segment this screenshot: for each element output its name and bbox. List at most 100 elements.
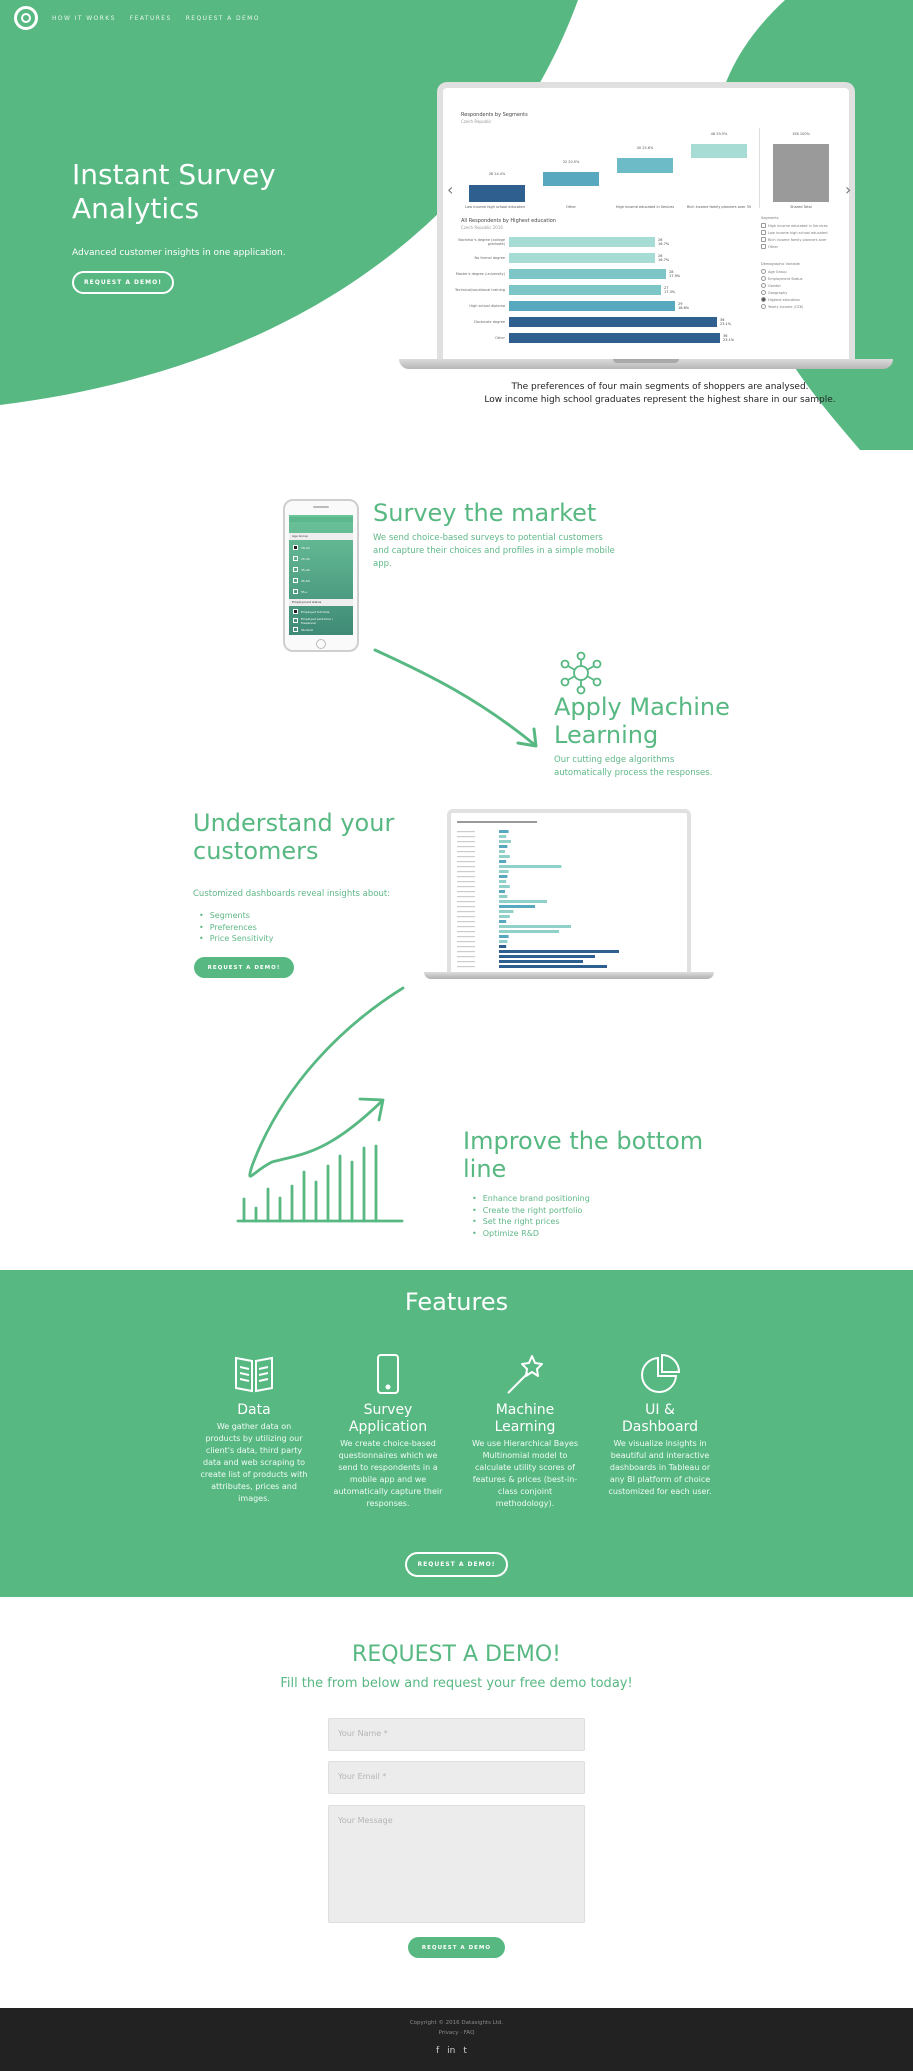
phone-option[interactable]: 35-44: [293, 566, 349, 573]
mini-bar: [499, 870, 509, 873]
phone-option[interactable]: Student: [293, 626, 349, 633]
mini-bar: [499, 840, 511, 843]
phone-option[interactable]: 55+: [293, 588, 349, 595]
phone-option[interactable]: 45-54: [293, 577, 349, 584]
laptop-base: [399, 359, 893, 369]
mini-row-label: [457, 916, 475, 918]
nav-features[interactable]: FEATURES: [129, 14, 172, 22]
request-demo-title: REQUEST A DEMO!: [352, 1642, 561, 1667]
mini-bar: [499, 855, 510, 858]
mini-bar: [499, 830, 509, 833]
feature-title: Machine Learning: [494, 1402, 556, 1435]
phone-option[interactable]: Employed part-time / freelancer: [293, 617, 349, 625]
legend-item[interactable]: Low income high school educated: [761, 230, 827, 235]
filter-option[interactable]: Highest education: [761, 297, 800, 302]
education-chart-subtitle: Czech Republic 2016: [461, 225, 503, 230]
phone-option[interactable]: Employed full-time: [293, 608, 349, 615]
linkedin-icon[interactable]: in: [447, 2046, 456, 2056]
footer-links[interactable]: Privacy · FAQ: [438, 2030, 475, 2036]
segment-bar[interactable]: [617, 158, 673, 173]
mini-bar: [499, 940, 508, 943]
twitter-icon[interactable]: t: [463, 2046, 467, 2056]
mini-row-label: [457, 911, 475, 913]
legend-item[interactable]: Other: [761, 244, 778, 249]
features-request-demo-button[interactable]: REQUEST A DEMO!: [405, 1552, 508, 1577]
feature-title: Data: [237, 1402, 271, 1418]
feature-title: Survey Application: [348, 1402, 428, 1435]
filter-option[interactable]: Employment Status: [761, 276, 802, 281]
dashboard-screen-small: [447, 809, 691, 972]
phone-option[interactable]: 18-24: [293, 544, 349, 551]
mini-bar: [499, 895, 508, 898]
top-nav: HOW IT WORKS FEATURES REQUEST A DEMO: [14, 6, 260, 30]
facebook-icon[interactable]: f: [436, 2046, 440, 2056]
laptop-mockup: Respondents by Segments Czech Republic ‹…: [399, 82, 893, 374]
message-field[interactable]: Your Message: [328, 1805, 585, 1923]
logo-icon[interactable]: [14, 6, 38, 30]
legend-item[interactable]: Rich income family planners over: [761, 237, 827, 242]
segment-label: High income educated in Sevices: [615, 205, 675, 209]
mini-bar: [499, 890, 505, 893]
legend-item[interactable]: High income educated in Services: [761, 223, 828, 228]
segment-bar[interactable]: [773, 144, 829, 202]
mini-title: [457, 821, 537, 823]
filter-option[interactable]: Geography: [761, 290, 787, 295]
mini-row-label: [457, 881, 475, 883]
phone-screen: Age Group 18-24 25-34 35-44 45-54 55+ Em…: [289, 515, 353, 635]
mini-row-label: [457, 891, 475, 893]
hero-request-demo-button[interactable]: REQUEST A DEMO!: [72, 271, 174, 294]
mini-bar: [499, 935, 509, 938]
email-field[interactable]: Your Email *: [328, 1761, 585, 1794]
neural-network-icon: [560, 651, 602, 695]
understand-request-demo-button[interactable]: REQUEST A DEMO!: [194, 957, 294, 978]
chevron-right-icon[interactable]: ›: [845, 180, 852, 199]
mini-bar: [499, 900, 547, 903]
phone-option[interactable]: 25-34: [293, 555, 349, 562]
mini-bar: [499, 910, 514, 913]
mini-bar: [499, 955, 595, 958]
mini-row-label: [457, 946, 475, 948]
segment-value: 40 25.6%: [636, 146, 654, 150]
filter-option[interactable]: Gender: [761, 283, 781, 288]
segment-bar[interactable]: [543, 172, 599, 186]
mini-row-label: [457, 901, 475, 903]
chevron-left-icon[interactable]: ‹: [447, 180, 454, 199]
mini-bar: [499, 915, 510, 918]
bottom-line-title: Improve the bottom line: [463, 1127, 704, 1183]
nav-how-it-works[interactable]: HOW IT WORKS: [52, 14, 116, 22]
mini-row-label: [457, 861, 475, 863]
mini-row-label: [457, 961, 475, 963]
list-item: Optimize R&D: [472, 1228, 590, 1240]
mini-row-label: [457, 951, 475, 953]
segment-value: 46 29.5%: [710, 132, 728, 136]
feature-ui-dashboard: UI & Dashboard We visualize insights in …: [605, 1350, 715, 1498]
feature-survey-app: Survey Application We create choice-base…: [333, 1350, 443, 1510]
mini-bar: [499, 885, 510, 888]
survey-text: We send choice-based surveys to potentia…: [373, 533, 615, 569]
filter-option[interactable]: Yearly income (CZK): [761, 304, 803, 309]
caption-line: Low income high school graduates represe…: [484, 395, 836, 405]
filter-option[interactable]: Age Group: [761, 269, 787, 274]
phone-section-header: Age Group: [289, 533, 353, 540]
mini-row-label: [457, 866, 475, 868]
name-field[interactable]: Your Name *: [328, 1718, 585, 1751]
dashboard-screen: Respondents by Segments Czech Republic ‹…: [437, 82, 855, 359]
submit-request-button[interactable]: REQUEST A DEMO: [408, 1937, 505, 1958]
footer-copyright: Copyright © 2016 Datasights Ltd.: [409, 2020, 504, 2026]
mini-row-label: [457, 841, 475, 843]
feature-text: We gather data on products by utilizing …: [200, 1422, 308, 1503]
segment-bar[interactable]: [691, 144, 747, 158]
mini-row-label: [457, 871, 475, 873]
segment-bar[interactable]: [469, 185, 525, 202]
list-item: Set the right prices: [472, 1216, 590, 1228]
understand-text: Customized dashboards reveal insights ab…: [193, 889, 391, 899]
nav-request-demo[interactable]: REQUEST A DEMO: [185, 14, 260, 22]
